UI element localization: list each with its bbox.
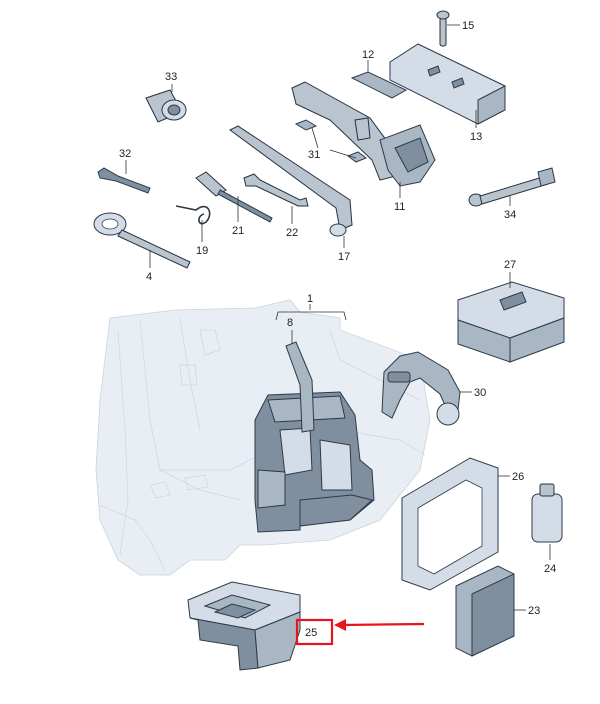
callout-labels: 15 12 13 33 31 11 32 34 21 22 19 17 4 27… (119, 20, 556, 639)
callout-31: 31 (308, 149, 320, 161)
part-11-jack (291, 81, 436, 187)
highlight-arrow-shaft (341, 622, 425, 627)
callout-4: 4 (146, 271, 152, 283)
part-17-wheel-brace (229, 125, 353, 237)
highlight-annotation (295, 618, 425, 646)
callout-19: 19 (196, 245, 208, 257)
callout-32: 32 (119, 148, 131, 160)
part-13-jack-cover (389, 43, 506, 125)
part-33-socket (145, 89, 187, 123)
part-32-hex-key (97, 167, 151, 194)
part-4-towing-eye (93, 212, 191, 269)
callout-22: 22 (286, 227, 298, 239)
part-8-storage-tray (254, 341, 375, 533)
part-31-pad-a (294, 119, 318, 131)
part-26-frame (401, 457, 499, 591)
part-19-wire-hook (175, 205, 211, 225)
part-21-screwdriver (195, 171, 273, 223)
callout-21: 21 (232, 225, 244, 237)
part-27-case (457, 281, 565, 363)
part-15-bolt (436, 10, 450, 47)
part-30-tow-ball (381, 351, 461, 426)
callout-13: 13 (470, 131, 482, 143)
callout-24: 24 (544, 563, 556, 575)
callout-8: 8 (287, 317, 293, 329)
callout-26: 26 (512, 471, 524, 483)
callout-12: 12 (362, 49, 374, 61)
callout-leaders (125, 24, 551, 611)
highlight-arrow-head (334, 619, 346, 631)
callout-1: 1 (307, 293, 313, 305)
callout-17: 17 (338, 251, 350, 263)
part-24-canister (531, 483, 563, 543)
callout-11: 11 (394, 201, 405, 213)
callout-34: 34 (504, 209, 516, 221)
part-31-pad-b (346, 151, 368, 163)
part-25-storage-box (187, 581, 301, 671)
callout-15: 15 (462, 20, 474, 32)
part-12-pad (350, 71, 408, 99)
callout-23: 23 (528, 605, 540, 617)
part-34-tow-bolt (468, 167, 556, 207)
callout-27: 27 (504, 259, 516, 271)
part-22-wrench (243, 173, 309, 207)
part-23-booklet (455, 565, 515, 657)
callout-25: 25 (305, 627, 317, 639)
callout-30: 30 (474, 387, 486, 399)
highlight-box (295, 618, 334, 646)
callout-33: 33 (165, 71, 177, 83)
